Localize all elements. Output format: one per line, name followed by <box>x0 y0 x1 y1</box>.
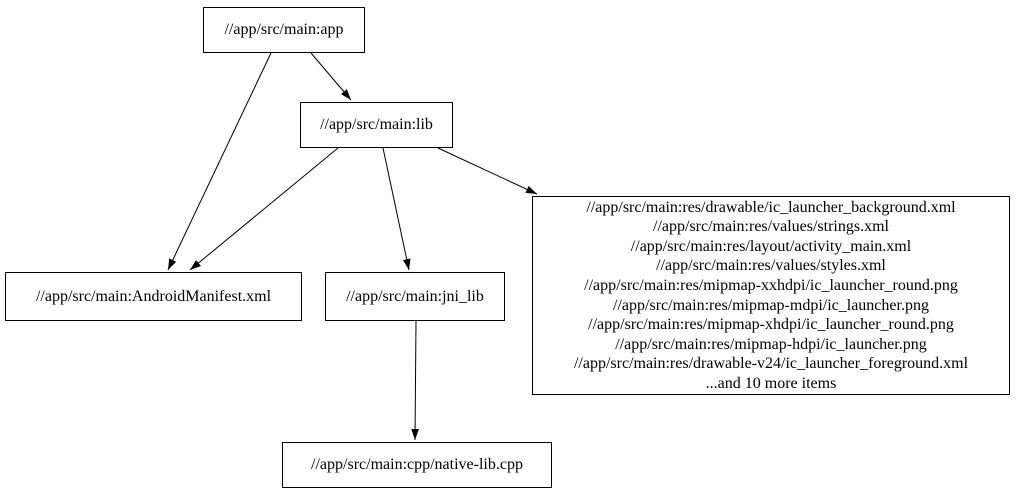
graph-node-android-manifest: //app/src/main:AndroidManifest.xml <box>5 272 302 321</box>
res-file-line: //app/src/main:res/values/styles.xml <box>656 257 886 275</box>
res-file-line: //app/src/main:res/mipmap-mdpi/ic_launch… <box>613 296 929 314</box>
graph-node-lib: //app/src/main:lib <box>300 102 453 148</box>
edge-lib-to-res-files <box>437 147 538 195</box>
edge-jni-lib-to-native-lib <box>411 320 419 441</box>
res-file-line: //app/src/main:res/drawable/ic_launcher_… <box>586 198 956 216</box>
res-file-line: //app/src/main:res/layout/activity_main.… <box>630 237 912 255</box>
res-file-line: //app/src/main:res/mipmap-xhdpi/ic_launc… <box>588 316 954 334</box>
edge-lib-to-manifest <box>189 147 339 271</box>
res-file-line: //app/src/main:res/mipmap-hdpi/ic_launch… <box>615 335 927 353</box>
res-file-line: //app/src/main:res/drawable-v24/ic_launc… <box>573 355 969 373</box>
res-more-items-line: ...and 10 more items <box>705 374 837 392</box>
graph-node-app: //app/src/main:app <box>203 7 365 53</box>
graph-node-native-lib-cpp: //app/src/main:cpp/native-lib.cpp <box>282 442 552 488</box>
edge-app-to-lib <box>310 52 352 101</box>
res-file-line: //app/src/main:res/mipmap-xxhdpi/ic_laun… <box>584 276 958 294</box>
graph-node-jni-lib: //app/src/main:jni_lib <box>325 272 505 321</box>
res-file-line: //app/src/main:res/values/strings.xml <box>653 218 889 236</box>
edge-app-to-manifest <box>167 52 272 271</box>
graph-node-res-files: //app/src/main:res/drawable/ic_launcher_… <box>532 196 1010 395</box>
edge-lib-to-jni-lib <box>382 147 411 271</box>
